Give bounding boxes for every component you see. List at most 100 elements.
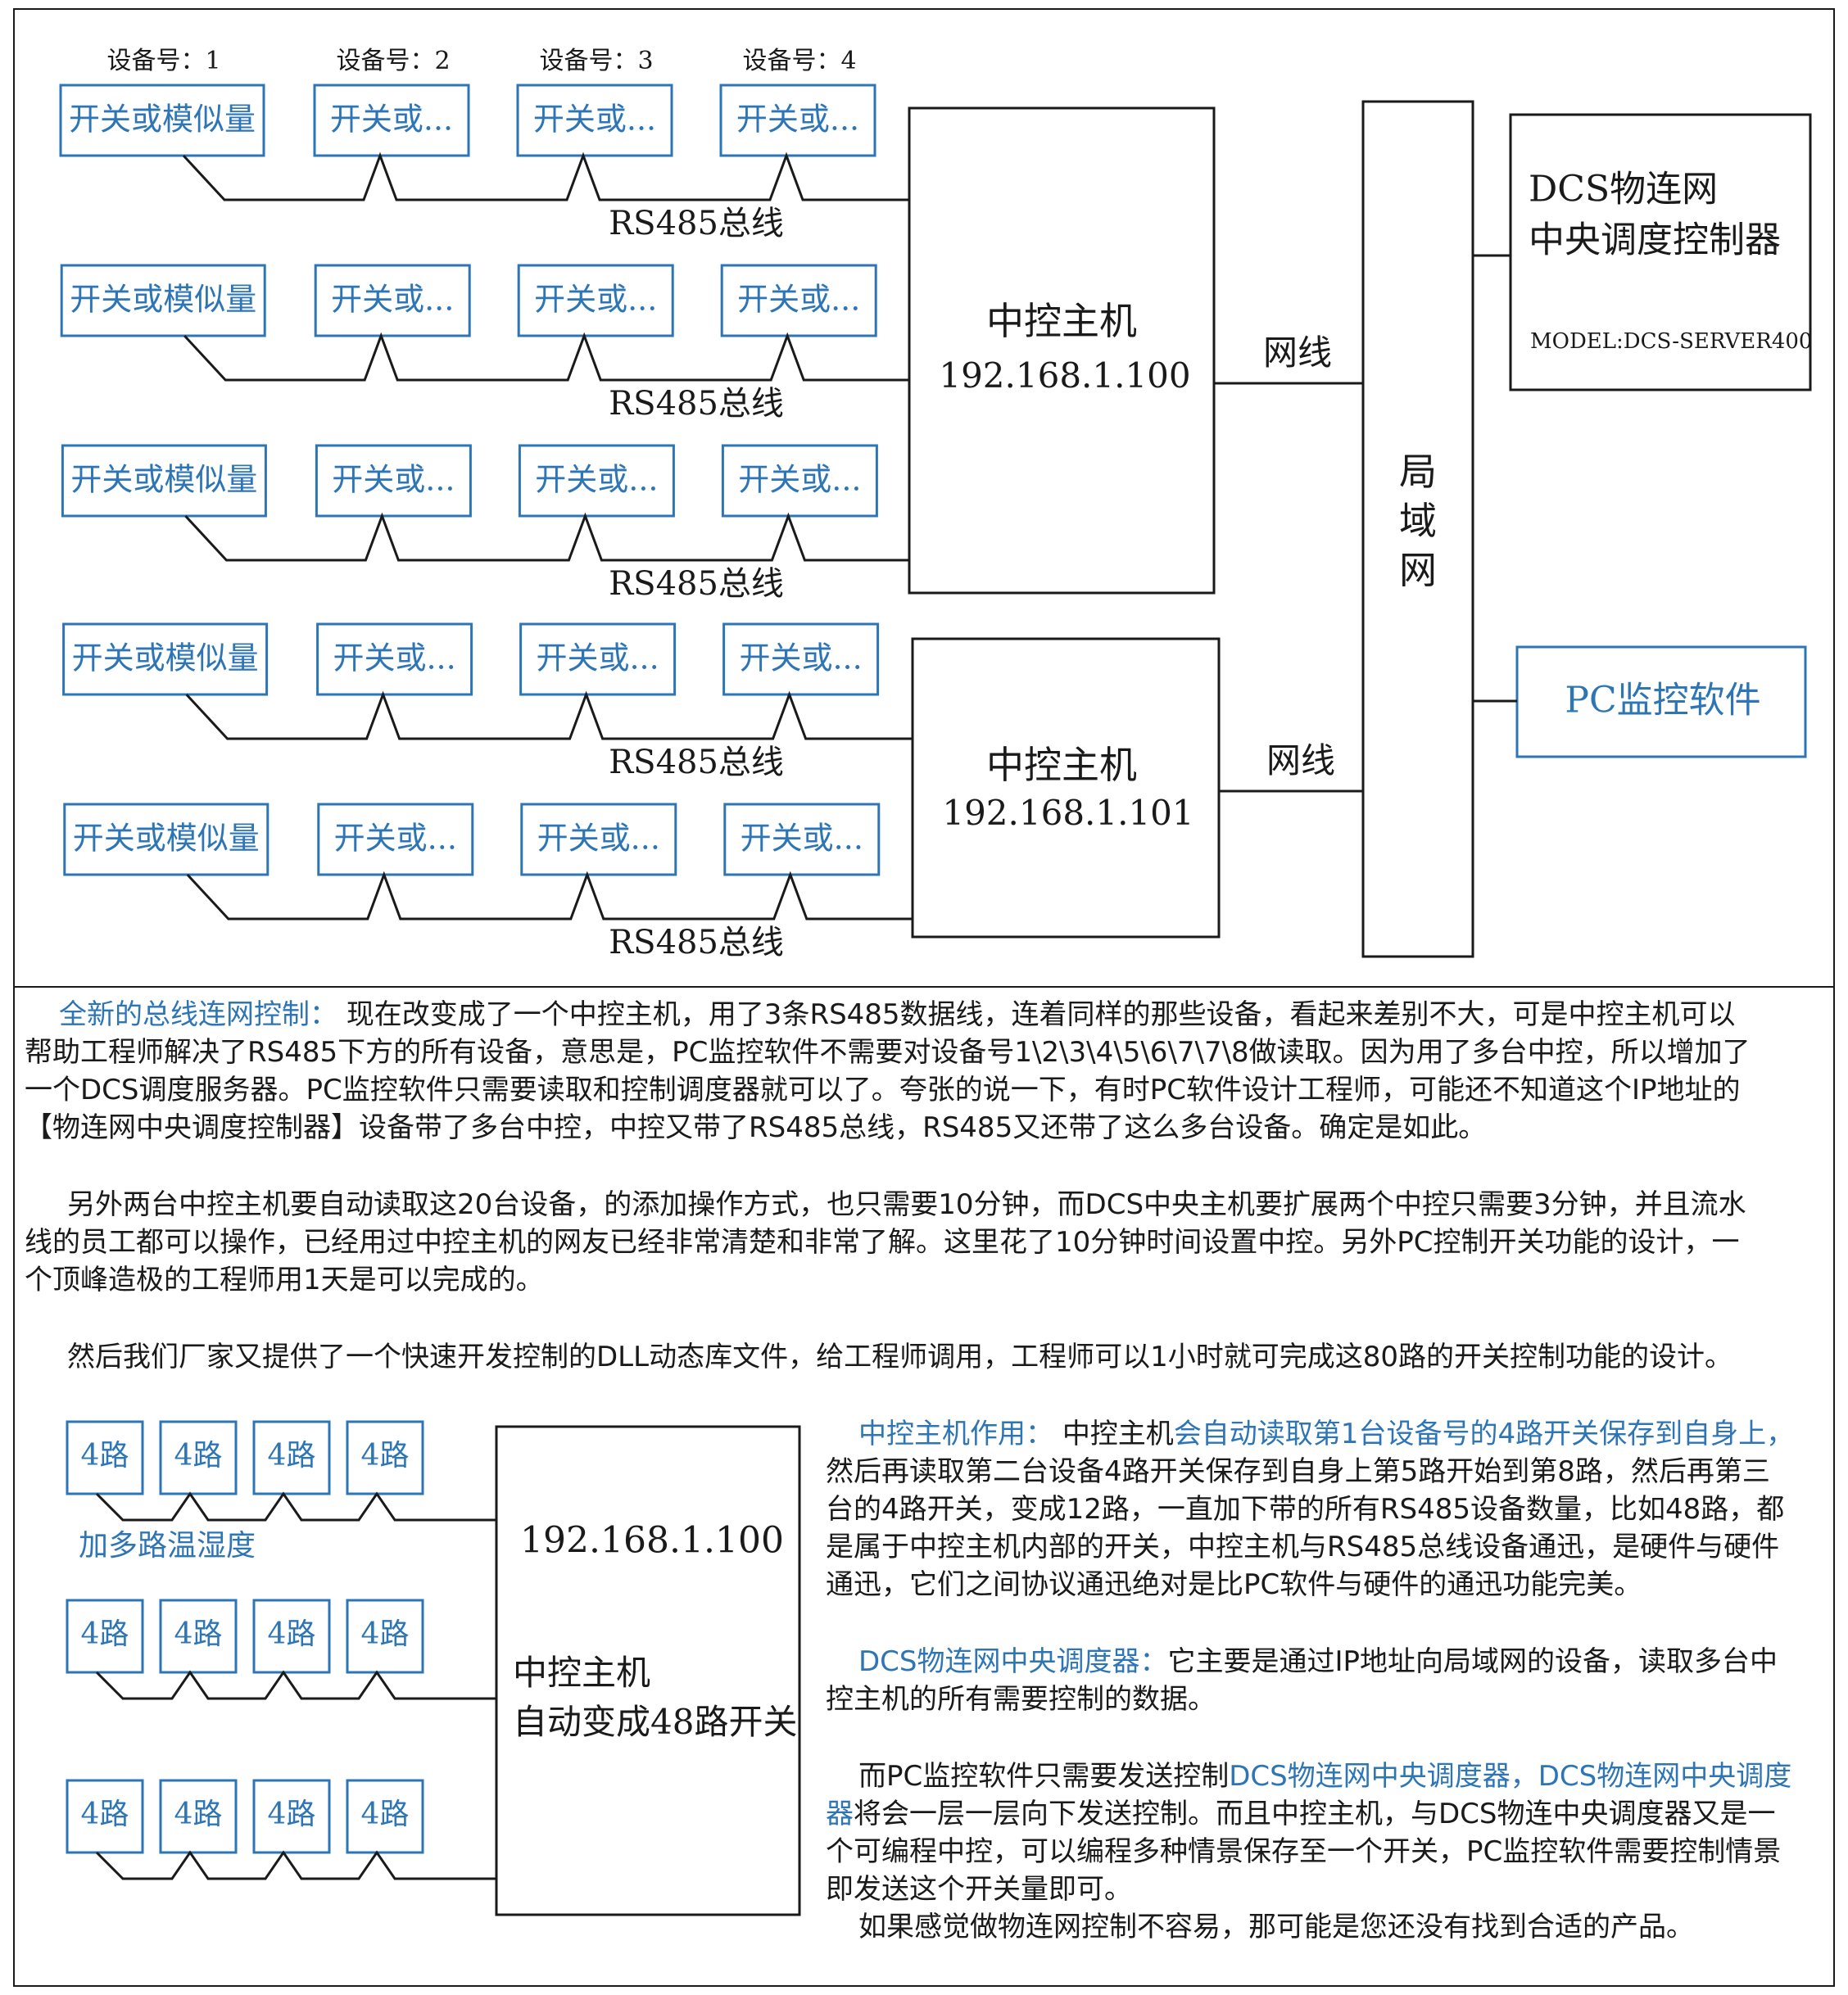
channel-bus-line: [95, 1491, 496, 1522]
rs485-bus-line: [182, 152, 909, 201]
rs485-bus-label: RS485总线: [609, 744, 784, 781]
controller-role-text: 中控主机: [1062, 1418, 1174, 1450]
device-box-label: 开关或...: [330, 102, 453, 138]
device-number-label: 设备号：4: [742, 47, 856, 75]
bottom-controller-ip: 192.168.1.100: [520, 1520, 784, 1562]
device-box: [317, 803, 474, 876]
device-box-label: 开关或...: [741, 821, 863, 857]
channel-box-label: 4路: [174, 1439, 223, 1472]
channel-bus-line: [95, 1850, 496, 1880]
device-number-label: 设备号：3: [539, 47, 653, 75]
channel-box-label: 4路: [174, 1798, 223, 1831]
pc-control-highlight: 器: [826, 1798, 854, 1830]
pc-control-line: 个可编程中控，可以编程多种情景保存至一个开关，PC监控软件需要控制情景: [826, 1835, 1782, 1868]
rs485-bus-label: RS485总线: [609, 385, 784, 423]
rs485-bus-label: RS485总线: [609, 205, 784, 242]
channel-box-label: 4路: [268, 1439, 316, 1472]
device-box: [723, 803, 881, 876]
device-box: [315, 444, 472, 518]
bottom-controller-box: [495, 1425, 801, 1916]
channel-box: [346, 1599, 424, 1674]
device-box: [516, 84, 673, 157]
bottom-section-frame: [13, 986, 1835, 1987]
device-box-label: 开关或模似量: [72, 640, 259, 676]
channel-box-label: 4路: [268, 1798, 316, 1831]
channel-box: [66, 1779, 144, 1854]
device-box-label: 开关或...: [333, 640, 455, 676]
device-box: [60, 264, 266, 337]
device-box: [63, 803, 270, 876]
channel-box-label: 4路: [268, 1617, 316, 1651]
rs485-bus-line: [184, 512, 909, 562]
temperature-humidity-label: 加多路温湿度: [79, 1529, 256, 1563]
controller-title: 中控主机: [986, 743, 1137, 787]
device-box-label: 开关或...: [537, 821, 660, 857]
device-box: [719, 84, 876, 157]
intro-line: 个顶峰造极的工程师用1天是可以完成的。: [25, 1264, 544, 1296]
channel-box-label: 4路: [81, 1439, 129, 1472]
rs485-bus-line: [185, 690, 913, 740]
dcs-server-box: [1509, 113, 1812, 391]
device-box-label: 开关或模似量: [70, 282, 256, 318]
device-box-label: 开关或模似量: [69, 102, 256, 138]
bottom-controller-title: 中控主机: [513, 1653, 650, 1693]
channel-box: [159, 1779, 238, 1854]
pc-software-label: PC监控软件: [1565, 680, 1760, 722]
controller-title: 中控主机: [986, 299, 1137, 343]
rs485-bus-line: [183, 332, 909, 382]
dcs-server-title: DCS物连网: [1529, 169, 1718, 210]
lan-label: 局: [1399, 450, 1437, 494]
channel-box: [252, 1779, 331, 1854]
device-box-label: 开关或...: [737, 282, 860, 318]
controller-role-line: 台的4路开关，变成12路，一直加下带的所有RS485设备数量，比如48路，都: [826, 1493, 1785, 1526]
pc-control-text: 而PC监控软件只需要发送控制: [858, 1760, 1230, 1793]
channel-box: [159, 1420, 238, 1495]
controller-ip: 192.168.1.101: [942, 793, 1194, 833]
controller-role-heading-line: 中控主机作用： 中控主机会自动读取第1台设备号的4路开关保存到自身上，: [858, 1415, 1825, 1453]
device-box: [519, 622, 677, 696]
device-number-label: 设备号：2: [336, 47, 450, 75]
channel-box: [252, 1420, 331, 1495]
device-box: [520, 803, 677, 876]
channel-box-label: 4路: [81, 1798, 129, 1831]
pc-control-text: 将会一层一层向下发送控制。而且中控主机，与DCS物连中央调度器又是一: [854, 1798, 1776, 1830]
dcs-role-text: 它主要是通过IP地址向局域网的设备，读取多台中: [1167, 1645, 1778, 1678]
intro-line: 现在改变成了一个中控主机，用了3条RS485数据线，连着同样的那些设备，看起来差…: [346, 998, 1736, 1031]
channel-box-label: 4路: [81, 1617, 129, 1651]
intro-line: 【物连网中央调度控制器】设备带了多台中控，中控又带了RS485总线，RS485又…: [25, 1111, 1487, 1144]
intro-paragraph-3: 然后我们厂家又提供了一个快速开发控制的DLL动态库文件，给工程师调用，工程师可以…: [67, 1341, 1732, 1373]
channel-box: [66, 1599, 144, 1674]
device-box-label: 开关或...: [535, 462, 658, 498]
device-box-label: 开关或模似量: [70, 462, 257, 498]
device-box-label: 开关或...: [533, 102, 656, 138]
channel-box: [66, 1420, 144, 1495]
controller-box: [911, 637, 1221, 939]
dcs-role-line: DCS物连网中央调度器：它主要是通过IP地址向局域网的设备，读取多台中: [858, 1643, 1833, 1681]
intro-heading: 全新的总线连网控制：: [59, 998, 337, 1031]
device-box-label: 开关或...: [738, 462, 861, 498]
device-box: [720, 264, 877, 337]
device-box-label: 开关或模似量: [73, 821, 260, 857]
device-box: [722, 622, 880, 696]
channel-box: [346, 1420, 424, 1495]
pc-control-line: 器将会一层一层向下发送控制。而且中控主机，与DCS物连中央调度器又是一: [826, 1795, 1833, 1833]
device-box-label: 开关或...: [334, 821, 457, 857]
dcs-role-line: 控主机的所有需要控制的数据。: [826, 1683, 1216, 1716]
device-box: [517, 264, 674, 337]
dcs-role-heading: DCS物连网中央调度器：: [858, 1645, 1168, 1678]
dcs-server-model: MODEL:DCS-SERVER400: [1530, 329, 1812, 354]
controller-box: [908, 106, 1216, 595]
channel-box-label: 4路: [361, 1798, 410, 1831]
dcs-server-title: 中央调度控制器: [1529, 219, 1781, 261]
device-box: [313, 84, 470, 157]
lan-label: 域: [1399, 499, 1437, 543]
device-box: [61, 444, 267, 518]
network-cable-label: 网线: [1263, 332, 1332, 373]
channel-bus-line: [95, 1670, 496, 1700]
network-cable-label: 网线: [1266, 740, 1335, 780]
controller-role-line: 通迅，它们之间协议通迅绝对是比PC软件与硬件的通迅功能完美。: [826, 1568, 1642, 1601]
device-box-label: 开关或...: [536, 640, 659, 676]
pc-control-highlight: DCS物连网中央调度器，DCS物连网中央调度: [1229, 1760, 1792, 1793]
channel-box-label: 4路: [174, 1617, 223, 1651]
device-box-label: 开关或...: [534, 282, 657, 318]
